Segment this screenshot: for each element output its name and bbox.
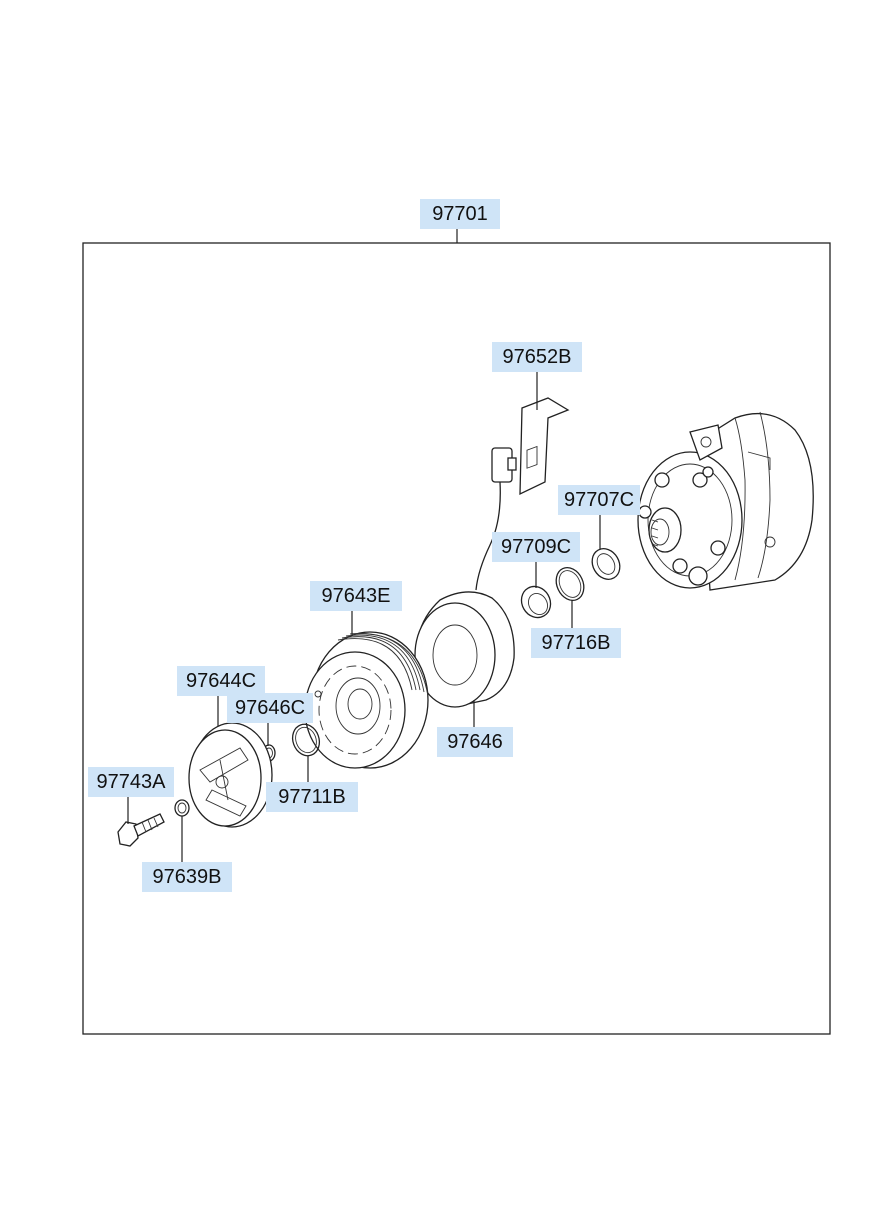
- snap-ring: [291, 723, 321, 757]
- seal-ring-97707c: [591, 548, 621, 580]
- washer: [174, 799, 190, 817]
- callout-97639b: 97639B: [142, 862, 232, 892]
- callout-97646: 97646: [437, 727, 513, 757]
- callout-97701: 97701: [420, 199, 500, 229]
- leader-lines: [127, 372, 601, 863]
- armature-hub: [188, 722, 273, 828]
- callout-97652b: 97652B: [492, 342, 582, 372]
- callout-97711b: 97711B: [266, 782, 358, 812]
- callout-97716b: 97716B: [531, 628, 621, 658]
- connector: [475, 447, 517, 591]
- seal-ring-97709c: [520, 585, 552, 619]
- callout-97743a: 97743A: [88, 767, 174, 797]
- callout-97707c: 97707C: [558, 485, 640, 515]
- bracket: [519, 397, 570, 496]
- compressor-body: [637, 411, 814, 591]
- pulley: [304, 631, 429, 769]
- bolt: [117, 813, 165, 847]
- callout-97646c: 97646C: [227, 693, 313, 723]
- field-coil: [414, 591, 515, 708]
- callout-97644c: 97644C: [177, 666, 265, 696]
- callout-97709c: 97709C: [492, 532, 580, 562]
- callout-97643e: 97643E: [310, 581, 402, 611]
- seal-ring-97716b: [555, 566, 585, 602]
